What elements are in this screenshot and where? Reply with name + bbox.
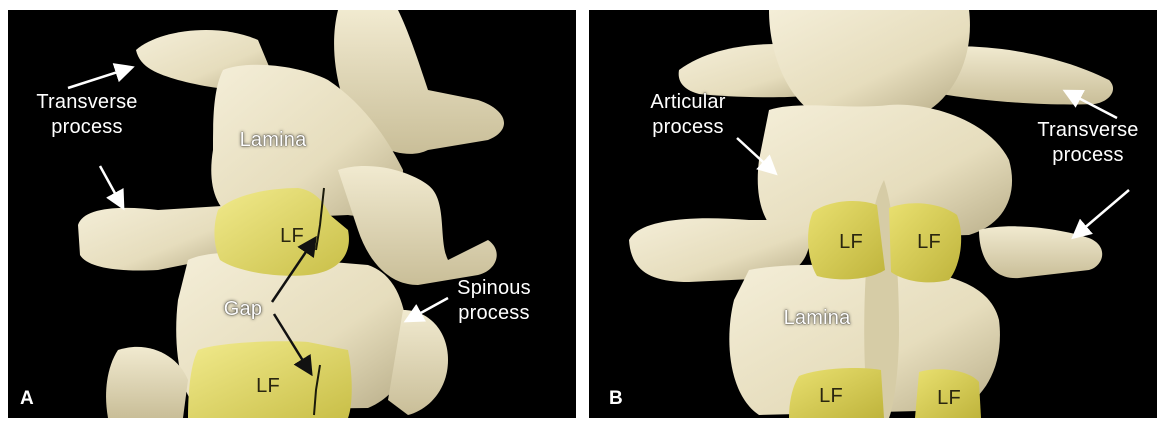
- panel-b: Articular process Transverse process LF …: [589, 10, 1157, 418]
- panel-letter-b: B: [609, 388, 623, 410]
- label-articular-process: Articular process: [633, 90, 743, 140]
- label-gap: Gap: [218, 297, 268, 322]
- vertebrae-render-a: [8, 10, 576, 418]
- label-lf-left: LF: [831, 230, 871, 255]
- label-lamina: Lamina: [233, 128, 313, 153]
- label-lf-right: LF: [909, 230, 949, 255]
- label-transverse-process-b: Transverse process: [1023, 118, 1153, 168]
- label-lf-upper: LF: [272, 224, 312, 249]
- panel-a: Transverse process Lamina LF Gap Spinous…: [8, 10, 576, 418]
- label-lamina-b: Lamina: [775, 306, 859, 331]
- label-spinous-process: Spinous process: [444, 276, 544, 326]
- label-lf-bottom-right: LF: [929, 386, 969, 411]
- vertebrae-render-b: [589, 10, 1157, 418]
- label-lf-lower: LF: [248, 374, 288, 399]
- panel-letter-a: A: [20, 388, 34, 410]
- label-transverse-process: Transverse process: [32, 90, 142, 140]
- label-lf-bottom-left: LF: [811, 384, 851, 409]
